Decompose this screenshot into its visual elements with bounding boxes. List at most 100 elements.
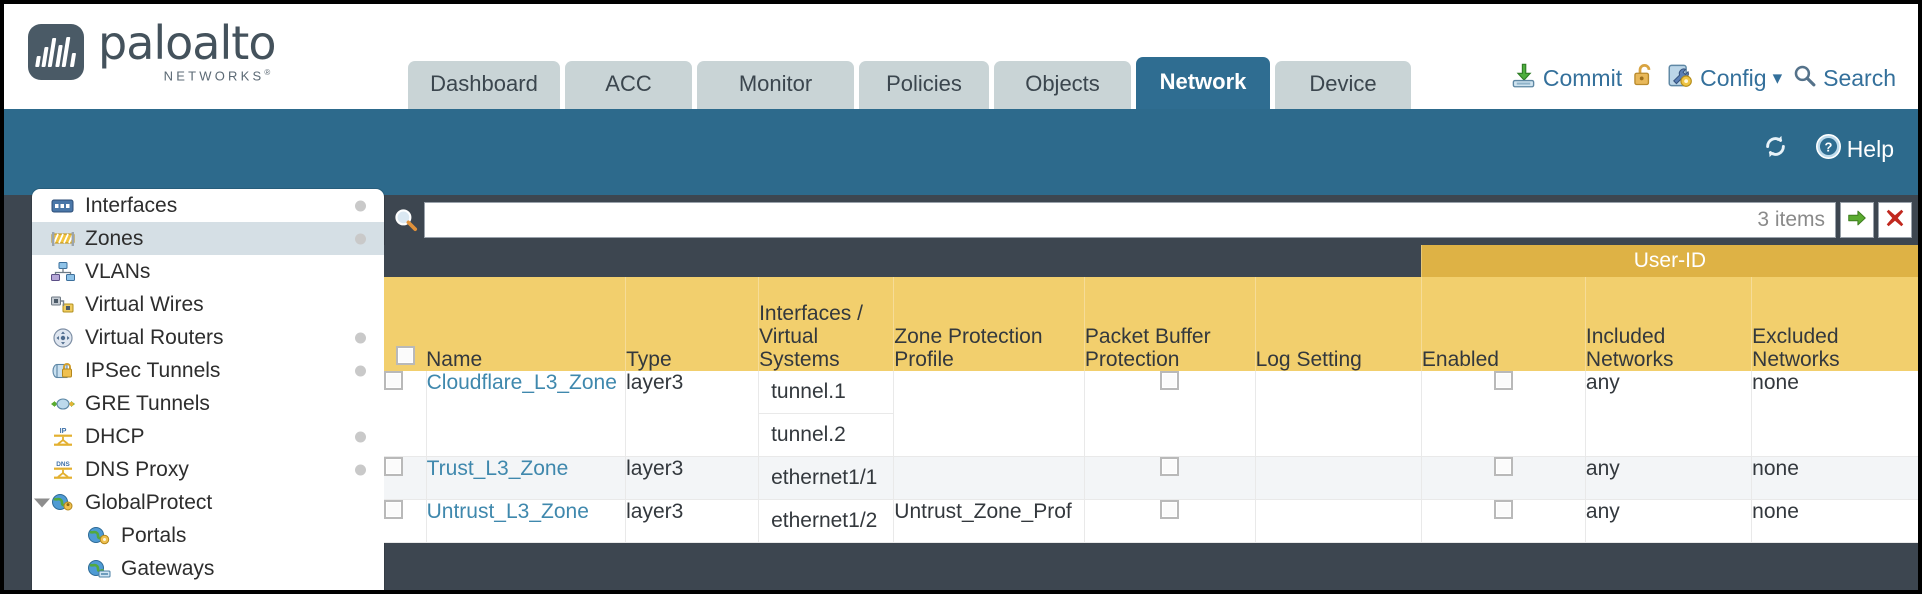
- tab-monitor[interactable]: Monitor: [697, 61, 854, 109]
- log-setting-cell: [1254, 371, 1422, 457]
- tab-dashboard[interactable]: Dashboard: [408, 61, 560, 109]
- search-button[interactable]: Search: [1792, 63, 1896, 94]
- commit-button[interactable]: Commit: [1510, 62, 1622, 95]
- packet-buffer-protection-cell[interactable]: [1083, 371, 1256, 457]
- tab-network[interactable]: Network: [1136, 57, 1270, 109]
- ipsec-tunnels-icon: [50, 360, 76, 382]
- sidebar-item-gre-tunnels[interactable]: GRE Tunnels: [32, 387, 384, 420]
- interfaces-cell: ethernet1/1: [758, 456, 894, 500]
- sidebar-item-gateways[interactable]: Gateways: [32, 552, 384, 585]
- refresh-icon[interactable]: [1762, 133, 1789, 165]
- status-dot: [355, 431, 366, 442]
- row-select-cell[interactable]: [384, 456, 427, 500]
- sidebar-item-portals[interactable]: Portals: [32, 519, 384, 552]
- zone-name-cell[interactable]: Untrust_L3_Zone: [425, 499, 626, 543]
- packet-buffer-protection-cell[interactable]: [1083, 499, 1256, 543]
- sidebar-item-interfaces[interactable]: Interfaces: [32, 189, 384, 222]
- row-select-checkbox[interactable]: [384, 371, 403, 390]
- zone-name-value[interactable]: Cloudflare_L3_Zone: [426, 371, 617, 394]
- tab-acc[interactable]: ACC: [565, 61, 692, 109]
- expand-triangle-icon[interactable]: [34, 498, 50, 507]
- tab-device[interactable]: Device: [1275, 61, 1411, 109]
- zone-name-cell[interactable]: Trust_L3_Zone: [425, 456, 626, 500]
- log-setting-cell: [1254, 456, 1422, 500]
- globalprotect-icon: [50, 492, 76, 514]
- config-menu-button[interactable]: Config ▾: [1667, 62, 1782, 95]
- tab-label: Monitor: [738, 70, 813, 96]
- sidebar-item-virtual-routers[interactable]: Virtual Routers: [32, 321, 384, 354]
- config-wrench-icon: [1667, 62, 1694, 95]
- zones-table-area: 3 items: [384, 195, 1918, 590]
- help-label[interactable]: Help: [1846, 135, 1894, 162]
- userid-enabled-checkbox[interactable]: [1493, 457, 1513, 476]
- column-header-included-networks[interactable]: Included Networks: [1584, 277, 1752, 371]
- tab-policies[interactable]: Policies: [859, 61, 989, 109]
- sidebar-item-label: GRE Tunnels: [85, 391, 210, 415]
- excluded-networks-cell: none: [1751, 456, 1918, 500]
- row-select-cell[interactable]: [384, 499, 427, 543]
- userid-enabled-checkbox[interactable]: [1493, 500, 1513, 519]
- header-actions: Commit: [1500, 62, 1896, 95]
- apply-filter-button[interactable]: [1840, 202, 1874, 238]
- sidebar-item-globalprotect[interactable]: GlobalProtect: [32, 486, 384, 519]
- tab-label: Objects: [1025, 70, 1100, 96]
- column-header-name[interactable]: Name: [426, 277, 626, 371]
- brand-subtitle: NETWORKS®: [98, 68, 275, 83]
- zone-name-cell[interactable]: Cloudflare_L3_Zone: [425, 371, 626, 457]
- group-header-spacer: [384, 245, 1422, 277]
- help-question-icon[interactable]: ?: [1815, 133, 1842, 165]
- status-dot: [355, 233, 366, 244]
- sidebar-item-ipsec-tunnels[interactable]: IPSec Tunnels: [32, 354, 384, 387]
- sidebar-item-label: DHCP: [85, 424, 145, 448]
- userid-enabled-cell[interactable]: [1420, 371, 1586, 457]
- interfaces-icon: [50, 195, 76, 217]
- row-select-checkbox[interactable]: [384, 457, 403, 476]
- column-header-excluded-networks[interactable]: Excluded Networks: [1751, 277, 1918, 371]
- userid-enabled-cell[interactable]: [1420, 456, 1586, 500]
- included-networks-cell: any: [1584, 499, 1752, 543]
- search-magnifier-icon[interactable]: [393, 207, 419, 238]
- sidebar-item-label: DNS Proxy: [85, 457, 189, 481]
- packet-buffer-protection-checkbox[interactable]: [1160, 371, 1180, 390]
- svg-text:DNS: DNS: [56, 461, 70, 468]
- search-input[interactable]: 3 items: [424, 202, 1836, 238]
- column-header-zone-protection-profile[interactable]: Zone Protection Profile: [893, 277, 1085, 371]
- column-header-enabled[interactable]: Enabled: [1420, 277, 1586, 371]
- zone-name-value[interactable]: Untrust_L3_Zone: [426, 500, 589, 523]
- select-all-checkbox[interactable]: [395, 346, 415, 365]
- row-select-checkbox[interactable]: [384, 500, 403, 519]
- paloalto-logo-icon: [28, 24, 84, 80]
- unlock-padlock-button[interactable]: [1632, 62, 1657, 95]
- column-header-type[interactable]: Type: [625, 277, 759, 371]
- column-header-log-setting[interactable]: Log Setting: [1254, 277, 1422, 371]
- zone-type-cell: layer3: [625, 371, 759, 457]
- select-all-header[interactable]: [384, 277, 427, 371]
- userid-enabled-checkbox[interactable]: [1493, 371, 1513, 390]
- column-header-packet-buffer-protection[interactable]: Packet Buffer Protection: [1083, 277, 1256, 371]
- included-networks-cell: any: [1584, 371, 1752, 457]
- sidebar-item-zones[interactable]: Zones: [32, 222, 384, 255]
- sidebar-item-virtual-wires[interactable]: Virtual Wires: [32, 288, 384, 321]
- sidebar-item-dns-proxy[interactable]: DNS DNS Proxy: [32, 453, 384, 486]
- brand-sub-label: NETWORKS: [163, 68, 265, 84]
- zones-icon: [50, 228, 76, 250]
- sidebar-item-label: Virtual Routers: [85, 325, 224, 349]
- tab-objects[interactable]: Objects: [994, 61, 1131, 109]
- row-select-cell[interactable]: [384, 371, 427, 457]
- chevron-down-icon: ▾: [1772, 68, 1783, 89]
- userid-enabled-cell[interactable]: [1420, 499, 1586, 543]
- packet-buffer-protection-cell[interactable]: [1083, 456, 1256, 500]
- column-header-interfaces[interactable]: Interfaces / Virtual Systems: [758, 277, 894, 371]
- packet-buffer-protection-checkbox[interactable]: [1160, 500, 1180, 519]
- zone-name-value[interactable]: Trust_L3_Zone: [426, 457, 569, 480]
- clear-filter-button[interactable]: [1878, 202, 1912, 238]
- packet-buffer-protection-checkbox[interactable]: [1160, 457, 1180, 476]
- tab-label: ACC: [605, 70, 652, 96]
- sidebar-item-vlans[interactable]: VLANs: [32, 255, 384, 288]
- registered-mark: ®: [264, 68, 274, 77]
